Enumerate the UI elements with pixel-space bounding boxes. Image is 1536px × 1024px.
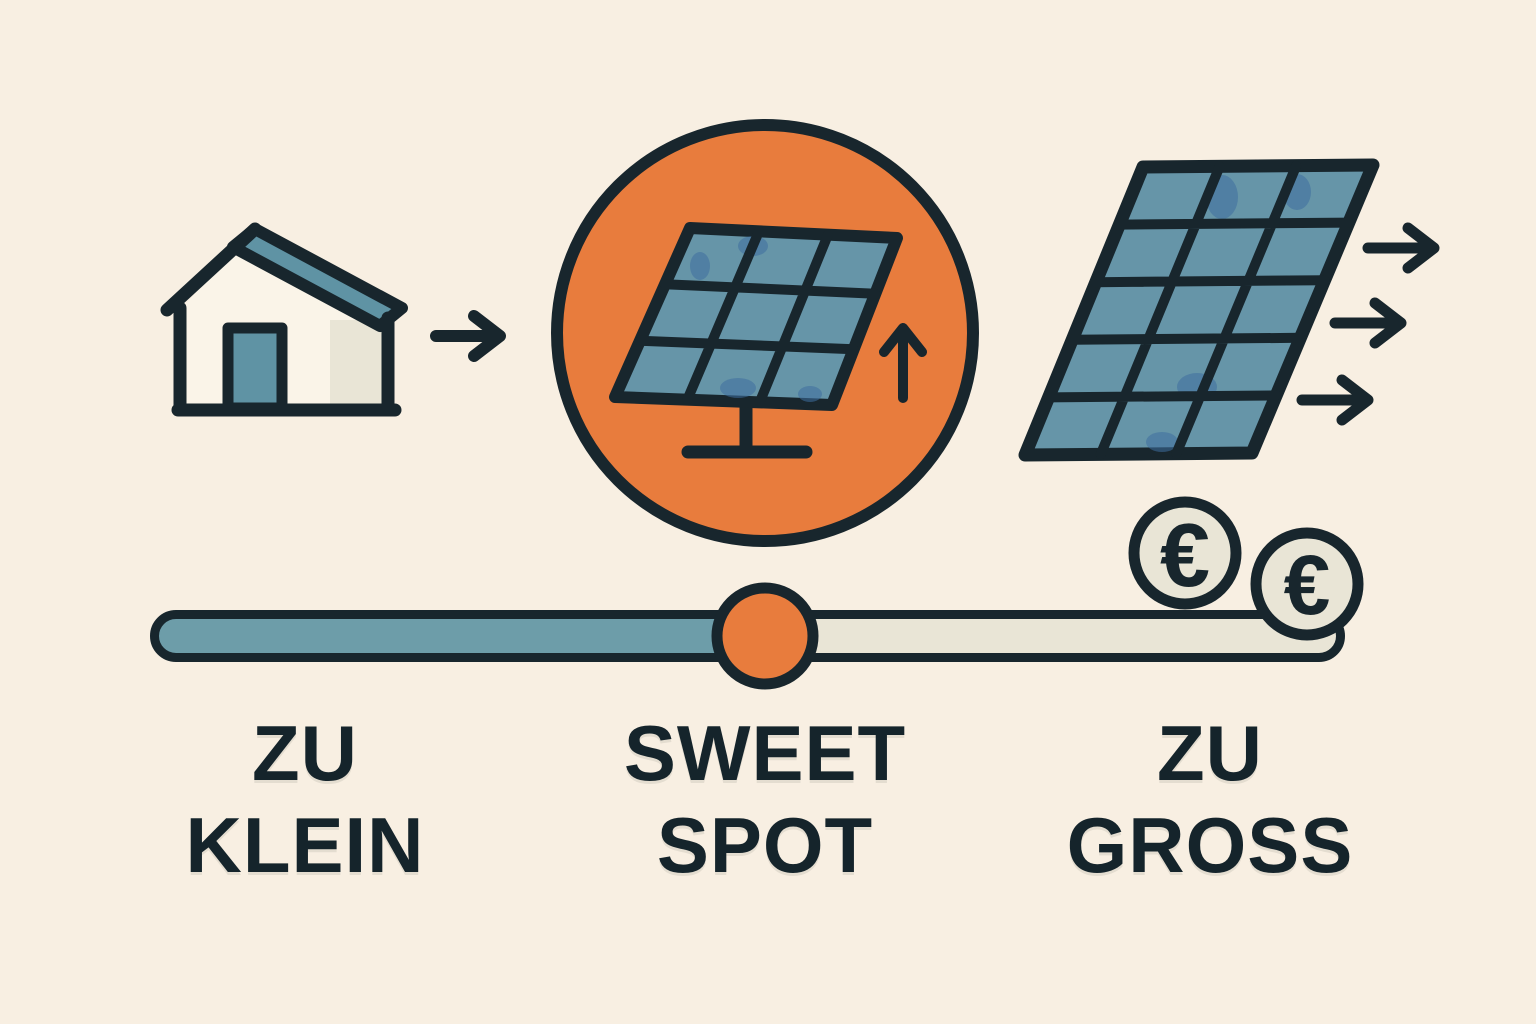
euro-symbol: € xyxy=(1284,538,1331,632)
panel-grid xyxy=(1043,160,1354,460)
house-door xyxy=(222,322,288,414)
panel-grid xyxy=(635,226,881,408)
slider-knob xyxy=(711,582,819,690)
track-left-segment xyxy=(150,610,784,662)
arrow-up-icon xyxy=(879,323,927,403)
house-outline xyxy=(160,222,402,417)
track-right-segment xyxy=(746,610,1345,662)
growth-arrows-icon xyxy=(1296,222,1440,426)
sweet-spot-badge xyxy=(551,119,979,547)
label-line: SWEET xyxy=(623,709,907,797)
label-sweet-spot: SWEET SPOT xyxy=(585,707,945,891)
euro-coin-icon: € xyxy=(1250,527,1364,641)
large-solar-panel-icon xyxy=(1018,158,1380,462)
size-slider: € € xyxy=(150,496,1364,690)
euro-symbol: € xyxy=(1160,506,1210,606)
label-zu-gross: ZU GROSS xyxy=(1030,707,1390,891)
label-line: ZU xyxy=(252,709,358,797)
euro-coin-icon: € xyxy=(1128,496,1242,610)
arrow-right-icon xyxy=(1296,374,1374,426)
label-line: SPOT xyxy=(656,801,874,889)
arrow-right-icon xyxy=(1362,222,1440,274)
arrow-right-icon xyxy=(1329,297,1407,349)
label-line: ZU xyxy=(1157,709,1263,797)
label-line: GROSS xyxy=(1066,801,1354,889)
arrow-right-icon xyxy=(430,310,506,362)
solar-panel-on-stand-icon xyxy=(609,222,903,459)
house-side-wall xyxy=(330,320,388,410)
label-zu-klein: ZU KLEIN xyxy=(125,707,485,891)
house-icon xyxy=(160,222,408,417)
label-line: KLEIN xyxy=(185,801,425,889)
panel-stand xyxy=(681,400,813,459)
